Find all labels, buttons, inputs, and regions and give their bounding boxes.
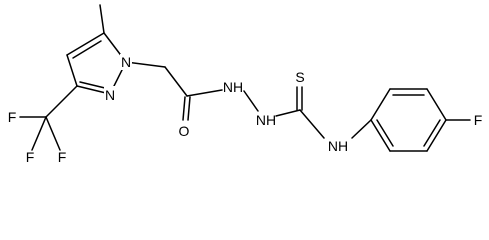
bond-n1-ch2 xyxy=(125,61,166,68)
bond-c4-c5-outer xyxy=(66,32,105,56)
bond-c3-c4 xyxy=(66,54,78,87)
atom-f-cf3-c-label: F xyxy=(26,149,35,165)
bond-cf3-fb xyxy=(45,116,61,151)
bond-nh3-ar xyxy=(351,119,372,139)
atom-f-para-label: F xyxy=(474,112,483,128)
bond-ar-1-2 xyxy=(370,88,391,121)
atom-nh3-label: NH xyxy=(328,138,348,154)
bonds xyxy=(19,4,471,152)
atom-s-label: S xyxy=(295,69,304,85)
bond-co-o-a xyxy=(182,96,186,121)
bond-cs-nh3 xyxy=(299,109,325,139)
molecule-structure-diagram: N N O NH NH S NH F F F F xyxy=(8,4,483,165)
bond-nh2-cs xyxy=(275,109,301,117)
bond-methyl xyxy=(99,4,105,34)
bond-cf3-fc xyxy=(31,116,47,151)
bond-ar-3-4 xyxy=(426,88,447,121)
bond-c3-cf3 xyxy=(45,85,78,118)
atom-f-cf3-a-label: F xyxy=(8,109,17,125)
bond-c4-c5-inner xyxy=(72,40,102,59)
atom-o-label: O xyxy=(179,123,190,139)
bond-nh1-nh2 xyxy=(243,90,259,112)
bond-ar-6-1 xyxy=(370,119,391,152)
atom-nh1-label: NH xyxy=(223,79,243,95)
bond-ar-4-5 xyxy=(426,119,447,152)
atom-n1-label: N xyxy=(121,54,131,70)
bond-co-o-b xyxy=(187,96,191,121)
bond-ar-inner-c xyxy=(376,119,394,147)
bond-ch2-co xyxy=(164,66,188,97)
bond-n2-c3-inner xyxy=(79,81,106,89)
atom-nh2-label: NH xyxy=(256,112,276,128)
atom-f-cf3-b-label: F xyxy=(58,149,67,165)
atom-labels: N N O NH NH S NH F F F F xyxy=(8,54,483,165)
atom-n2-label: N xyxy=(105,87,115,103)
bond-ar-inner-b xyxy=(423,119,441,147)
bond-co-nh1 xyxy=(186,89,223,97)
